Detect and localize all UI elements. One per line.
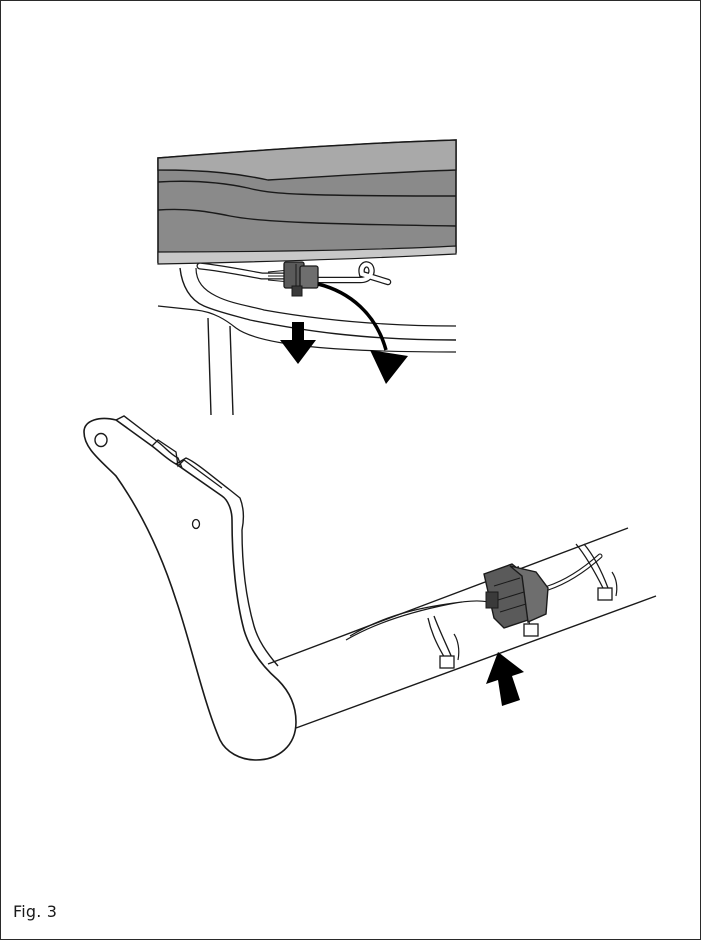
support-bracket-inner: [195, 267, 457, 327]
figure-caption: Fig. 3: [13, 902, 58, 921]
bracket-notch: [151, 439, 223, 489]
bracket-tube-assembly: [83, 415, 657, 761]
cable-tie-right: [575, 543, 618, 601]
support-post-right: [229, 325, 234, 416]
tube-wires: [345, 600, 497, 641]
housing-rim: [157, 245, 457, 265]
curved-arrow-shaft: [317, 282, 388, 351]
housing-stripe-lower: [157, 208, 457, 227]
top-connector: [283, 261, 319, 297]
tube-top-edge: [267, 527, 629, 665]
tube-cable-right: [545, 553, 603, 591]
cable-tie-left: [427, 615, 460, 669]
curved-arrow-head: [370, 350, 408, 384]
tube-connector: [483, 563, 549, 629]
cable-left-core: [197, 263, 289, 279]
cable-right-core: [316, 262, 390, 284]
support-post-left: [207, 317, 212, 416]
bracket-hole-small: [191, 518, 201, 530]
top-detail-view: [157, 139, 457, 416]
bracket-edge: [115, 415, 279, 667]
housing-stripe-upper: [157, 180, 457, 197]
bracket-hole-large: [94, 432, 108, 448]
housing-upper-band: [157, 139, 457, 181]
down-arrow: [280, 322, 316, 364]
bracket-plate: [83, 417, 297, 761]
tube-bottom-edge: [295, 595, 657, 729]
support-bracket-bottom: [157, 305, 457, 353]
up-arrow: [486, 652, 524, 706]
support-bracket: [179, 267, 457, 341]
